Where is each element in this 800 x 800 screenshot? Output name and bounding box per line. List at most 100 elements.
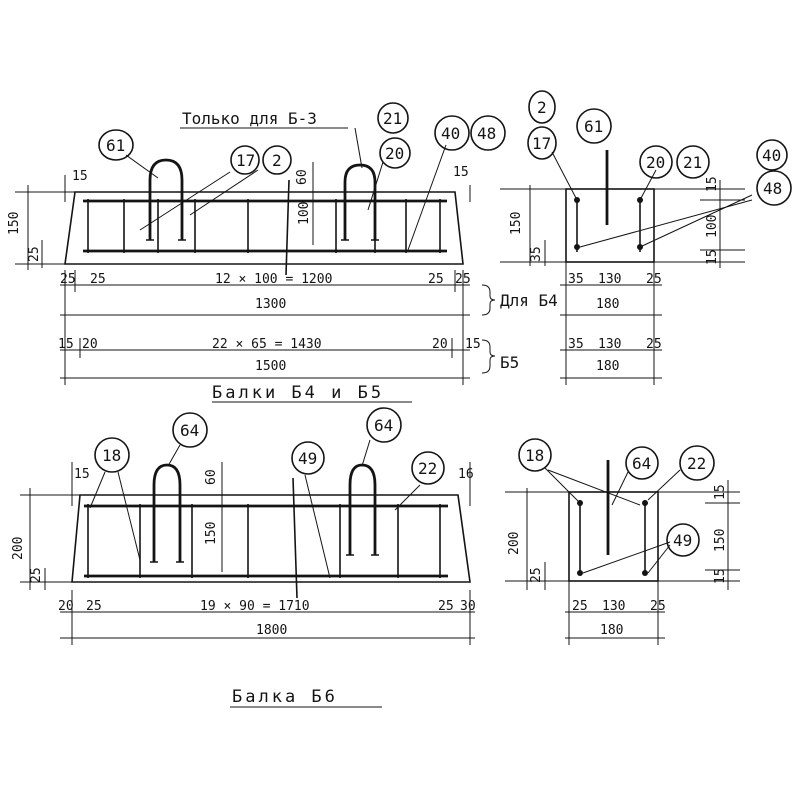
beam-b4-b5-elevation: 61 17 2 21 20 40 48 Только для Б-3 15 15… xyxy=(7,102,558,403)
section-leaders xyxy=(551,151,753,248)
section-tag-circles xyxy=(527,90,792,206)
dim-25-right: 25 xyxy=(438,599,454,614)
break-line xyxy=(285,179,290,276)
section-dim-180-c: 180 xyxy=(596,359,619,374)
section-dim-25-r: 25 xyxy=(650,599,666,614)
dim-150: 150 xyxy=(204,522,219,545)
dim-25: 25 xyxy=(29,567,44,583)
brace-b4 xyxy=(481,284,496,316)
tag-22: 22 xyxy=(418,459,437,478)
section-tag-49: 49 xyxy=(673,531,692,550)
dim-1300: 1300 xyxy=(255,297,286,312)
dim-30: 30 xyxy=(460,599,476,614)
tag-2: 2 xyxy=(272,151,282,170)
section-dimension-lines xyxy=(505,480,740,645)
section-tag-40: 40 xyxy=(762,146,781,165)
section-tag-2: 2 xyxy=(537,98,547,117)
dim-1430: 22 × 65 = 1430 xyxy=(212,337,322,352)
dim-15: 15 xyxy=(74,467,90,482)
brace-b5 xyxy=(481,339,496,374)
section-dim-150: 150 xyxy=(509,212,524,235)
lifting-loop-64-right xyxy=(348,463,377,555)
section-dim-130-c: 130 xyxy=(598,337,621,352)
dim-25-d: 25 xyxy=(455,272,471,287)
section-tag-circles xyxy=(518,438,715,557)
section-dim-15-top: 15 xyxy=(705,176,720,192)
section-tag-48: 48 xyxy=(763,179,782,198)
section-leaders xyxy=(544,467,681,574)
section-dim-35: 35 xyxy=(529,246,544,262)
section-dim-180: 180 xyxy=(596,297,619,312)
section-dim-180: 180 xyxy=(600,623,623,638)
leaders xyxy=(89,439,421,579)
tag-20: 20 xyxy=(385,144,404,163)
section-tag-64: 64 xyxy=(632,454,651,473)
dim-100: 100 xyxy=(297,202,312,225)
beam-b6-elevation: 18 64 49 64 22 15 200 25 60 150 16 20 25… xyxy=(11,407,476,708)
section-outline xyxy=(568,491,659,582)
beam-b4-b5-section: 2 17 61 20 21 40 48 150 35 15 100 15 35 … xyxy=(500,90,792,385)
dim-20-b5-left: 20 xyxy=(82,337,98,352)
section-dim-15-top: 15 xyxy=(713,484,728,500)
dim-15-left: 15 xyxy=(72,169,88,184)
beam-outline xyxy=(64,191,464,265)
dimension-lines xyxy=(15,162,471,385)
dim-1500: 1500 xyxy=(255,359,286,374)
tag-circles xyxy=(94,407,445,485)
section-tag-20: 20 xyxy=(646,153,665,172)
section-tag-17: 17 xyxy=(532,134,551,153)
tag-61: 61 xyxy=(106,136,125,155)
dim-20-b5-right: 20 xyxy=(432,337,448,352)
section-dimension-lines xyxy=(500,180,745,385)
tag-21: 21 xyxy=(383,109,402,128)
tag-49: 49 xyxy=(298,449,317,468)
dim-15-b5-right: 15 xyxy=(465,337,481,352)
dim-25-left: 25 xyxy=(86,599,102,614)
stirrups xyxy=(87,504,441,578)
tag-48: 48 xyxy=(477,124,496,143)
section-dim-200: 200 xyxy=(507,532,522,555)
lifting-loop-21 xyxy=(343,163,377,240)
dim-200: 200 xyxy=(11,537,26,560)
tag-64-right: 64 xyxy=(374,416,393,435)
dim-25-b: 25 xyxy=(90,272,106,287)
section-outline xyxy=(565,188,655,263)
dim-1200: 12 × 100 = 1200 xyxy=(215,272,332,287)
section-dim-100: 100 xyxy=(705,215,720,238)
label-for-b4: Для Б4 xyxy=(500,291,558,310)
tag-18: 18 xyxy=(102,446,121,465)
tag-circles xyxy=(98,102,506,175)
section-dim-35-c: 35 xyxy=(568,337,584,352)
title-beams-b4-b5: Балки Б4 и Б5 xyxy=(212,383,384,403)
lifting-loop-64-left xyxy=(152,463,182,562)
dim-25: 25 xyxy=(27,246,42,262)
dim-1710: 19 × 90 = 1710 xyxy=(200,599,310,614)
dim-16: 16 xyxy=(458,467,474,482)
dim-15-right: 15 xyxy=(453,165,469,180)
section-dim-25-c: 25 xyxy=(646,337,662,352)
beam-outline xyxy=(71,494,471,583)
section-dim-15-bottom: 15 xyxy=(713,568,728,584)
stirrups xyxy=(87,199,441,253)
section-tag-21: 21 xyxy=(683,153,702,172)
section-dim-25: 25 xyxy=(529,567,544,583)
section-tag-61: 61 xyxy=(584,117,603,136)
dim-25-a: 25 xyxy=(60,272,76,287)
label-for-b5: Б5 xyxy=(500,353,519,372)
beam-b6-section: 18 64 22 49 200 25 15 150 15 25 130 25 1… xyxy=(505,438,740,645)
dim-25-c: 25 xyxy=(428,272,444,287)
tag-40: 40 xyxy=(441,124,460,143)
section-dim-150: 150 xyxy=(713,529,728,552)
dim-150: 150 xyxy=(7,212,22,235)
title-beam-b6: Балка Б6 xyxy=(232,687,338,707)
section-dim-130: 130 xyxy=(602,599,625,614)
dim-60: 60 xyxy=(295,169,310,185)
dim-15-b5-left: 15 xyxy=(58,337,74,352)
note-only-b3: Только для Б-3 xyxy=(182,109,317,128)
section-tag-22: 22 xyxy=(687,454,706,473)
section-dim-35-b: 35 xyxy=(568,272,584,287)
dim-20: 20 xyxy=(58,599,74,614)
section-dim-25-b: 25 xyxy=(572,599,588,614)
section-dim-25: 25 xyxy=(646,272,662,287)
dimension-lines xyxy=(20,462,475,645)
